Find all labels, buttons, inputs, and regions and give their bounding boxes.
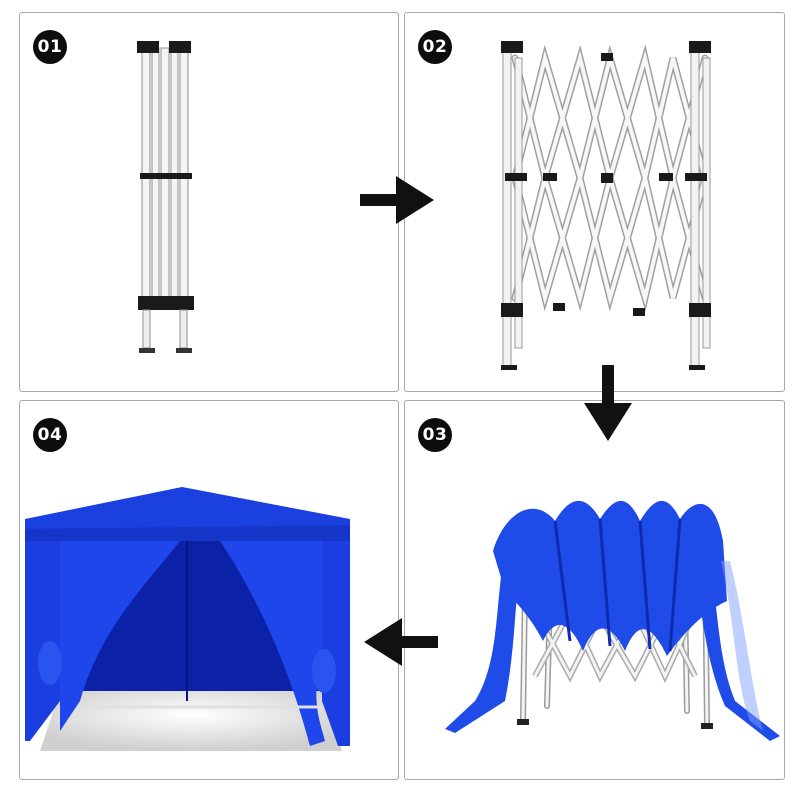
- step-badge-02: 02: [418, 30, 452, 64]
- step-panel-02: 02: [404, 12, 785, 392]
- step-panel-04: 04: [19, 400, 399, 780]
- step-badge-03: 03: [418, 418, 452, 452]
- expanded-frame-image: [501, 41, 711, 370]
- down-arrow: [584, 365, 632, 441]
- right-arrow: [360, 176, 434, 224]
- step-panel-01: 01: [19, 12, 399, 392]
- step-badge-01: 01: [33, 30, 67, 64]
- finished-gazebo-image: [25, 487, 350, 751]
- left-arrow: [364, 618, 438, 666]
- step-panel-03: 03: [404, 400, 785, 780]
- step-badge-04: 04: [33, 418, 67, 452]
- canopy-on-frame-image: [445, 500, 780, 741]
- folded-frame-image: [137, 41, 194, 353]
